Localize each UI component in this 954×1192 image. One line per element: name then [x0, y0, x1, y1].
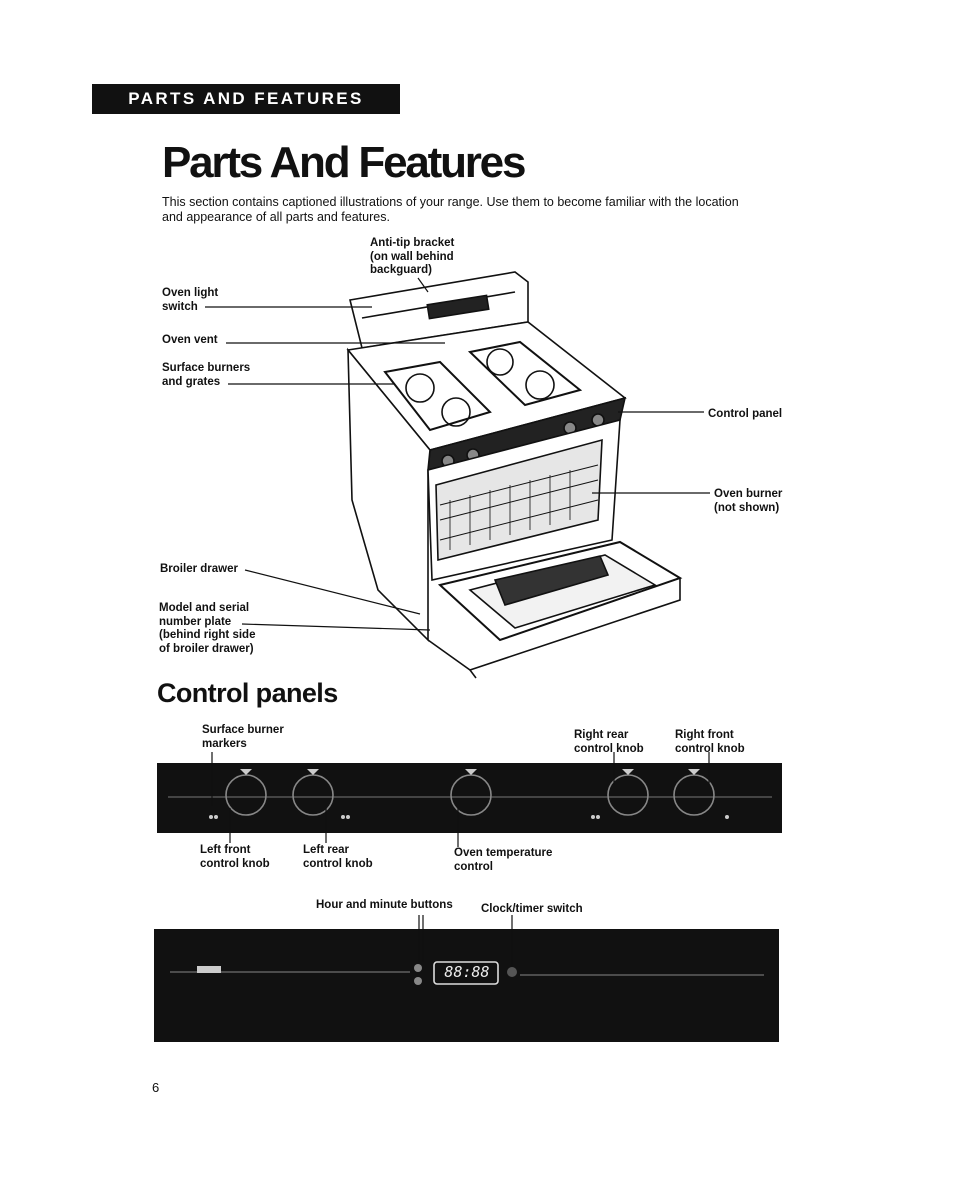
broiler-drawer-label: Broiler drawer — [160, 563, 238, 575]
page-number: 6 — [152, 1080, 160, 1095]
intro-paragraph: This section contains captioned illustra… — [162, 195, 739, 224]
model-serial-plate-label: Model and serial number plate (behind ri… — [159, 602, 256, 655]
clock-display-icon — [433, 961, 499, 985]
oven-light-switch-label: Oven light switch — [162, 287, 219, 313]
right-front-knob-label: Right front control knob — [675, 729, 745, 755]
left-front-knob-label: Left front control knob — [200, 844, 270, 870]
oven-temperature-label: Oven temperature control — [454, 847, 553, 873]
anti-tip-bracket-label: Anti-tip bracket (on wall behind backgua… — [370, 237, 455, 276]
surface-burner-markers-label: Surface burner markers — [202, 724, 284, 750]
clock-timer-switch-label: Clock/timer switch — [481, 903, 583, 915]
clock-control-panel — [154, 929, 779, 1042]
control-panels-title: Control panels — [157, 678, 338, 708]
left-rear-knob-label: Left rear control knob — [303, 844, 373, 870]
right-rear-knob-label: Right rear control knob — [574, 729, 644, 755]
section-tag: PARTS AND FEATURES — [92, 84, 400, 114]
oven-burner-label: Oven burner (not shown) — [714, 488, 783, 514]
oven-vent-label: Oven vent — [162, 334, 218, 346]
surface-burners-label: Surface burners and grates — [162, 362, 251, 388]
control-panel-label: Control panel — [708, 408, 783, 420]
hour-minute-buttons-label: Hour and minute buttons — [316, 899, 453, 911]
clock-display-digits: 88:88 — [444, 963, 490, 981]
page-title: Parts And Features — [162, 138, 526, 187]
